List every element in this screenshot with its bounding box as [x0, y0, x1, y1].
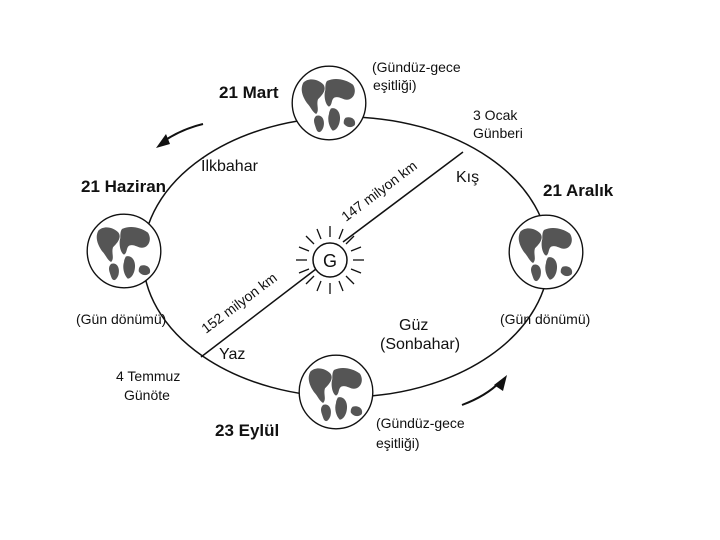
date-december: 21 Aralık	[543, 181, 614, 200]
date-september: 23 Eylül	[215, 421, 279, 440]
far-distance-line	[200, 268, 317, 358]
equinox-note-top-line2: eşitliği)	[373, 77, 417, 93]
solstice-note-right: (Gün dönümü)	[500, 311, 590, 327]
equinox-note-bottom-line2: eşitliği)	[376, 435, 420, 451]
season-autumn-line2: (Sonbahar)	[380, 336, 460, 353]
sun-icon	[296, 226, 364, 294]
earth-icon-june	[86, 213, 162, 289]
equinox-note-bottom-line1: (Gündüz-gece	[376, 415, 465, 431]
earth-icon-december	[508, 214, 584, 290]
aphelion-line1: 4 Temmuz	[116, 368, 180, 384]
season-autumn-line1: Güz	[399, 317, 428, 334]
arrow-icon-lower-right	[461, 375, 507, 406]
aphelion-line2: Günöte	[124, 387, 170, 403]
near-distance-line	[342, 151, 464, 243]
sun-label: G	[323, 251, 337, 271]
arrow-icon-upper-left	[156, 123, 204, 148]
date-june: 21 Haziran	[81, 177, 166, 196]
distance-far-label: 152 milyon km	[198, 269, 280, 336]
solstice-note-left: (Gün dönümü)	[76, 311, 166, 327]
earth-icon-september	[298, 354, 374, 430]
season-summer: Yaz	[219, 346, 245, 363]
earth-icon-march	[291, 65, 367, 141]
perihelion-line2: Günberi	[473, 125, 523, 141]
equinox-note-top-line1: (Gündüz-gece	[372, 59, 461, 75]
date-march: 21 Mart	[219, 83, 279, 102]
perihelion-line1: 3 Ocak	[473, 107, 518, 123]
season-spring: İlkbahar	[201, 156, 259, 175]
season-winter: Kış	[456, 169, 479, 186]
